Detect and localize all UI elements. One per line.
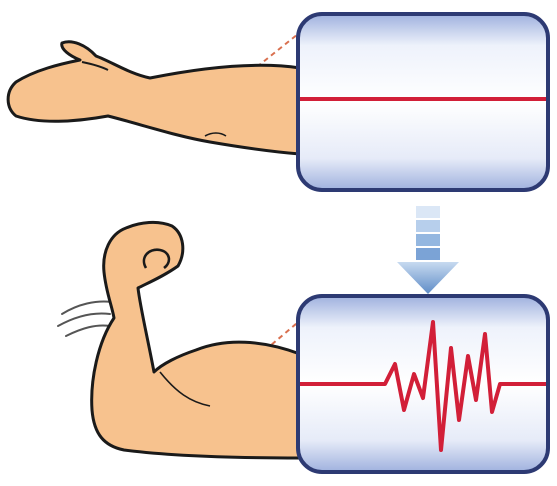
relaxed-arm-icon: [8, 42, 300, 154]
flexed-arm-group: [58, 222, 303, 458]
flexed-arm-icon: [92, 222, 300, 458]
contracted-signal-panel: [298, 296, 548, 472]
down-arrow-icon: [397, 206, 459, 294]
relaxed-signal-panel: [298, 14, 548, 190]
flexed-motion-lines: [58, 302, 112, 337]
relaxed-panel-frame: [298, 14, 548, 190]
relaxed-arm-group: [8, 30, 303, 158]
